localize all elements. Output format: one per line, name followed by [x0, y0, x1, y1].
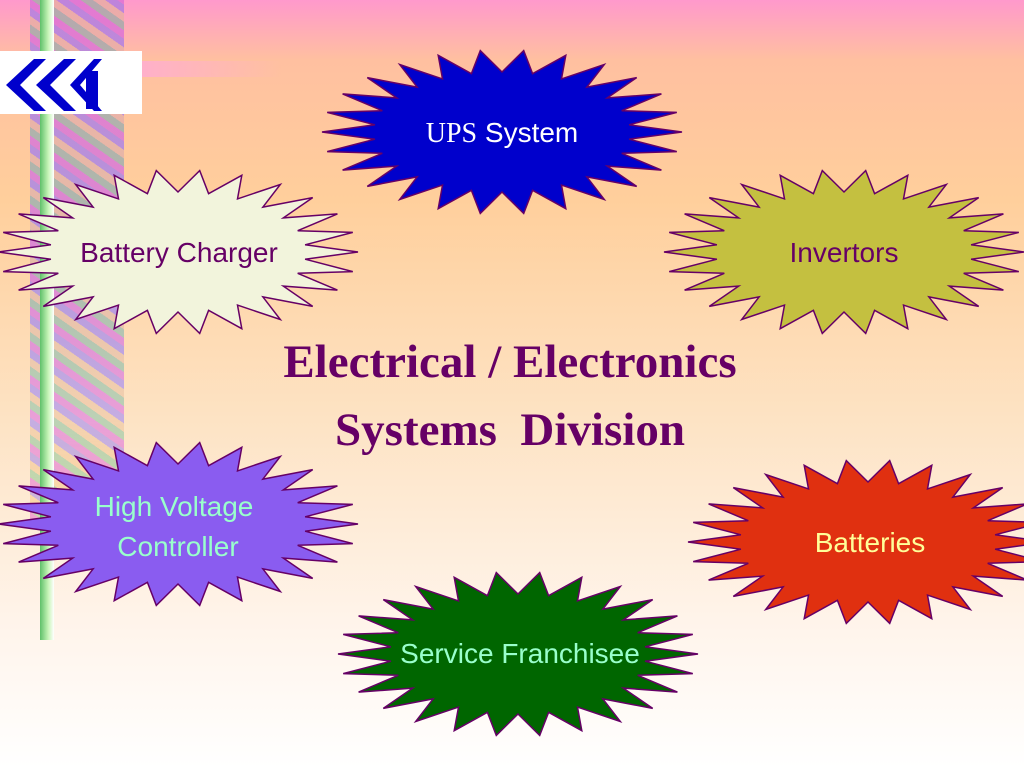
- service-franchisee-label: Service Franchisee: [400, 638, 640, 669]
- high-voltage-label-line2: Controller: [117, 531, 239, 562]
- invertors-burst-shape: [663, 169, 1024, 335]
- high-voltage-controller-burst-shape: [0, 441, 359, 607]
- title-line-2: Systems Division: [335, 404, 685, 456]
- batteries-burst-shape: [687, 459, 1024, 625]
- high-voltage-label-line1: High Voltage: [94, 491, 254, 522]
- logo-fade-bar: [142, 61, 282, 77]
- invertors-label: Invertors: [789, 237, 899, 268]
- battery-charger-label: Battery Charger: [80, 237, 278, 268]
- company-logo-icon: [6, 59, 102, 111]
- ups-label-part2: System: [484, 117, 579, 148]
- page-title: Electrical / Electronics Systems Divisio…: [180, 328, 840, 464]
- battery-charger-burst-shape: [0, 169, 359, 335]
- service-franchisee-burst-shape: [337, 571, 699, 737]
- decorative-green-line: [40, 0, 54, 640]
- ups-system-burst-shape: [321, 49, 683, 215]
- ups-system-label: UPS System: [382, 113, 622, 154]
- title-line-1: Electrical / Electronics: [283, 336, 737, 388]
- logo-box: [0, 51, 142, 114]
- batteries-label: Batteries: [814, 527, 926, 558]
- ups-label-part1: UPS: [425, 118, 478, 149]
